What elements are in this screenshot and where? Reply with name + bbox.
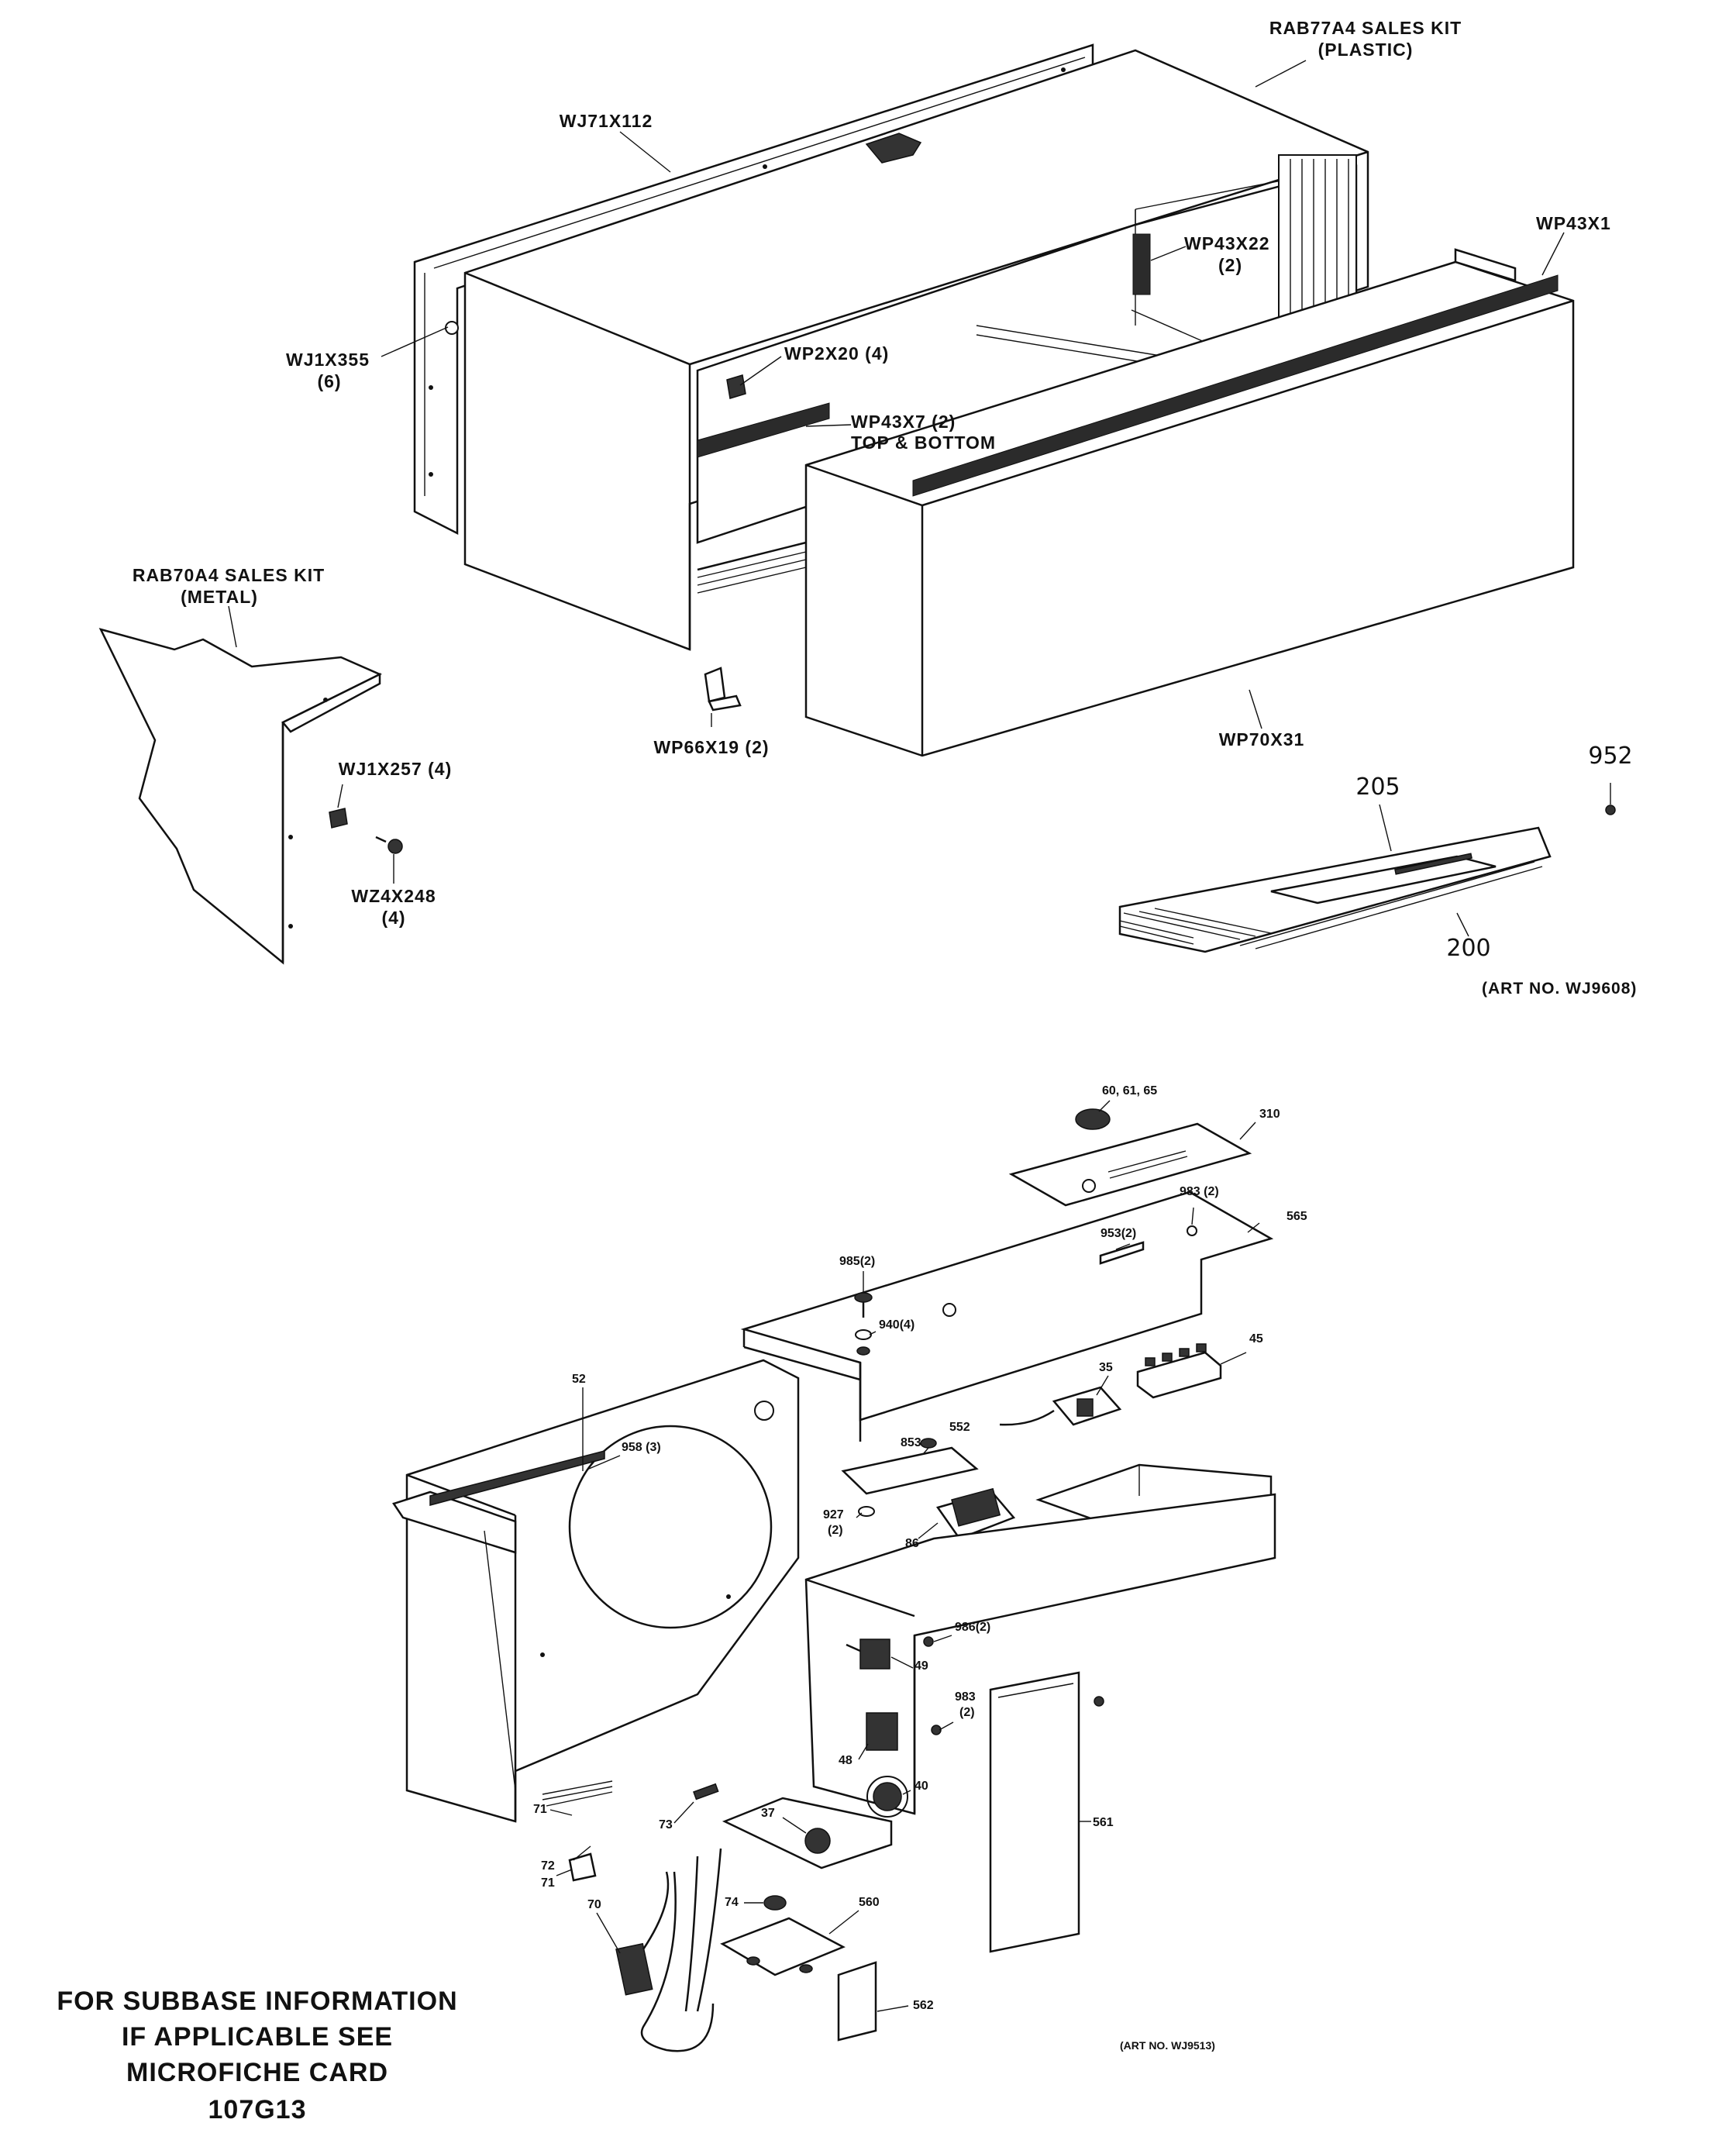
- label-wp43x1: WP43X1: [1536, 213, 1611, 233]
- label-rab77a4-plastic: (PLASTIC): [1318, 40, 1414, 60]
- item-560-plate: [720, 1917, 846, 1976]
- item-48-switch: [866, 1712, 898, 1751]
- wj1x257-nut: [329, 808, 348, 829]
- label-art-no-wj9608: (ART NO. WJ9608): [1482, 980, 1638, 998]
- label-rab70a4-sales-kit: RAB70A4 SALES KIT: [132, 565, 326, 585]
- label-552: 552: [949, 1421, 970, 1434]
- screw-853: [920, 1438, 937, 1449]
- top-leader-lines: [228, 60, 1611, 937]
- footnote-line-3: MICROFICHE CARD: [126, 2058, 388, 2087]
- label-561: 561: [1093, 1816, 1114, 1829]
- label-48: 48: [839, 1754, 852, 1767]
- label-73: 73: [659, 1818, 673, 1831]
- label-wp43x7-top-bottom: TOP & BOTTOM: [851, 432, 997, 453]
- label-952: 952: [1588, 743, 1633, 770]
- label-wp43x7: WP43X7 (2): [851, 412, 956, 432]
- screws-985-940: [854, 1292, 873, 1356]
- item-562-bracket: [837, 1961, 877, 2042]
- wp66x19-bracket: [704, 667, 742, 712]
- label-927-qty: (2): [828, 1524, 843, 1537]
- item-35-relay: [999, 1386, 1122, 1426]
- label-wz4x248: WZ4X248: [351, 886, 436, 906]
- label-52: 52: [572, 1373, 586, 1386]
- label-310: 310: [1259, 1108, 1280, 1121]
- label-86: 86: [905, 1537, 919, 1550]
- control-box-body: [804, 1493, 1276, 1815]
- item-73-connector: [693, 1783, 719, 1800]
- items-986-983-screws: [923, 1636, 942, 1735]
- label-art-no-wj9513: (ART NO. WJ9513): [1120, 2039, 1215, 2052]
- label-60-61-65: 60, 61, 65: [1102, 1084, 1158, 1098]
- label-562: 562: [913, 1999, 934, 2012]
- item-37-motor-bracket: [722, 1797, 893, 1869]
- label-45: 45: [1249, 1332, 1263, 1346]
- label-985: 985(2): [839, 1255, 876, 1268]
- label-560: 560: [859, 1896, 880, 1909]
- item-310-control-plate: [1008, 1122, 1252, 1207]
- label-70: 70: [587, 1898, 601, 1911]
- label-wj1x355: WJ1X355: [285, 350, 370, 370]
- label-35: 35: [1099, 1361, 1113, 1374]
- label-40: 40: [914, 1780, 928, 1793]
- label-71-lower: 71: [541, 1876, 555, 1890]
- item-86-capacitor-relay: [935, 1487, 1016, 1540]
- label-565: 565: [1286, 1210, 1307, 1223]
- label-983-side: 983: [955, 1690, 976, 1704]
- label-wj1x257: WJ1X257 (4): [338, 759, 453, 779]
- item-552-plate: [841, 1446, 979, 1495]
- item-45-terminal-block: [1136, 1343, 1222, 1399]
- control-panel-205-200: [1118, 826, 1552, 953]
- item-561-cover: [989, 1671, 1104, 1953]
- item-60-knob: [1075, 1108, 1111, 1130]
- label-72: 72: [541, 1859, 555, 1873]
- item-40-thermostat: [866, 1776, 908, 1818]
- label-940: 940(4): [879, 1318, 915, 1332]
- label-74: 74: [725, 1896, 739, 1909]
- label-953: 953(2): [1100, 1227, 1137, 1240]
- label-rab77a4-sales-kit: RAB77A4 SALES KIT: [1269, 18, 1462, 38]
- label-205: 205: [1355, 774, 1400, 801]
- footnote-line-4: 107G13: [208, 2095, 307, 2124]
- label-wp66x19: WP66X19 (2): [653, 737, 770, 757]
- wp43x22-gasket: [1132, 233, 1151, 295]
- item-49-switch: [846, 1639, 890, 1670]
- label-200: 200: [1446, 935, 1491, 962]
- item-74-clip: [763, 1895, 787, 1911]
- label-958: 958 (3): [622, 1441, 661, 1454]
- bottom-leader-lines: [549, 1100, 1260, 2012]
- label-983-top: 983 (2): [1180, 1185, 1219, 1198]
- label-wp2x20: WP2X20 (4): [784, 343, 890, 364]
- label-wp43x22-qty: (2): [1218, 255, 1243, 275]
- label-49: 49: [914, 1659, 928, 1673]
- label-986: 986(2): [955, 1621, 991, 1634]
- label-37: 37: [761, 1807, 775, 1820]
- label-wp70x31: WP70X31: [1218, 729, 1305, 749]
- label-983-side-qty: (2): [959, 1706, 975, 1719]
- label-wj71x112: WJ71X112: [559, 111, 653, 131]
- label-wj1x355-qty: (6): [317, 371, 342, 391]
- rab70a4-metal-kit: [98, 628, 382, 965]
- item-565-control-bracket: [740, 1191, 1274, 1442]
- footnote-line-1: FOR SUBBASE INFORMATION: [57, 1987, 458, 2016]
- label-927: 927: [823, 1508, 844, 1521]
- label-71-upper: 71: [533, 1803, 547, 1816]
- wp70x31-front-panel: [804, 248, 1575, 757]
- label-wz4x248-qty: (4): [381, 908, 406, 928]
- power-cord-70-71-72: [542, 1780, 722, 2052]
- label-853: 853: [901, 1436, 921, 1449]
- footnote-line-2: IF APPLICABLE SEE: [121, 2022, 394, 2052]
- label-rab70a4-metal: (METAL): [181, 587, 258, 607]
- nut-927: [858, 1506, 875, 1517]
- wz4x248-screw: [375, 836, 403, 854]
- item-952-screw: [1605, 805, 1616, 815]
- item-52-fan-shroud: [392, 1359, 800, 1823]
- label-wp43x22: WP43X22: [1184, 233, 1270, 253]
